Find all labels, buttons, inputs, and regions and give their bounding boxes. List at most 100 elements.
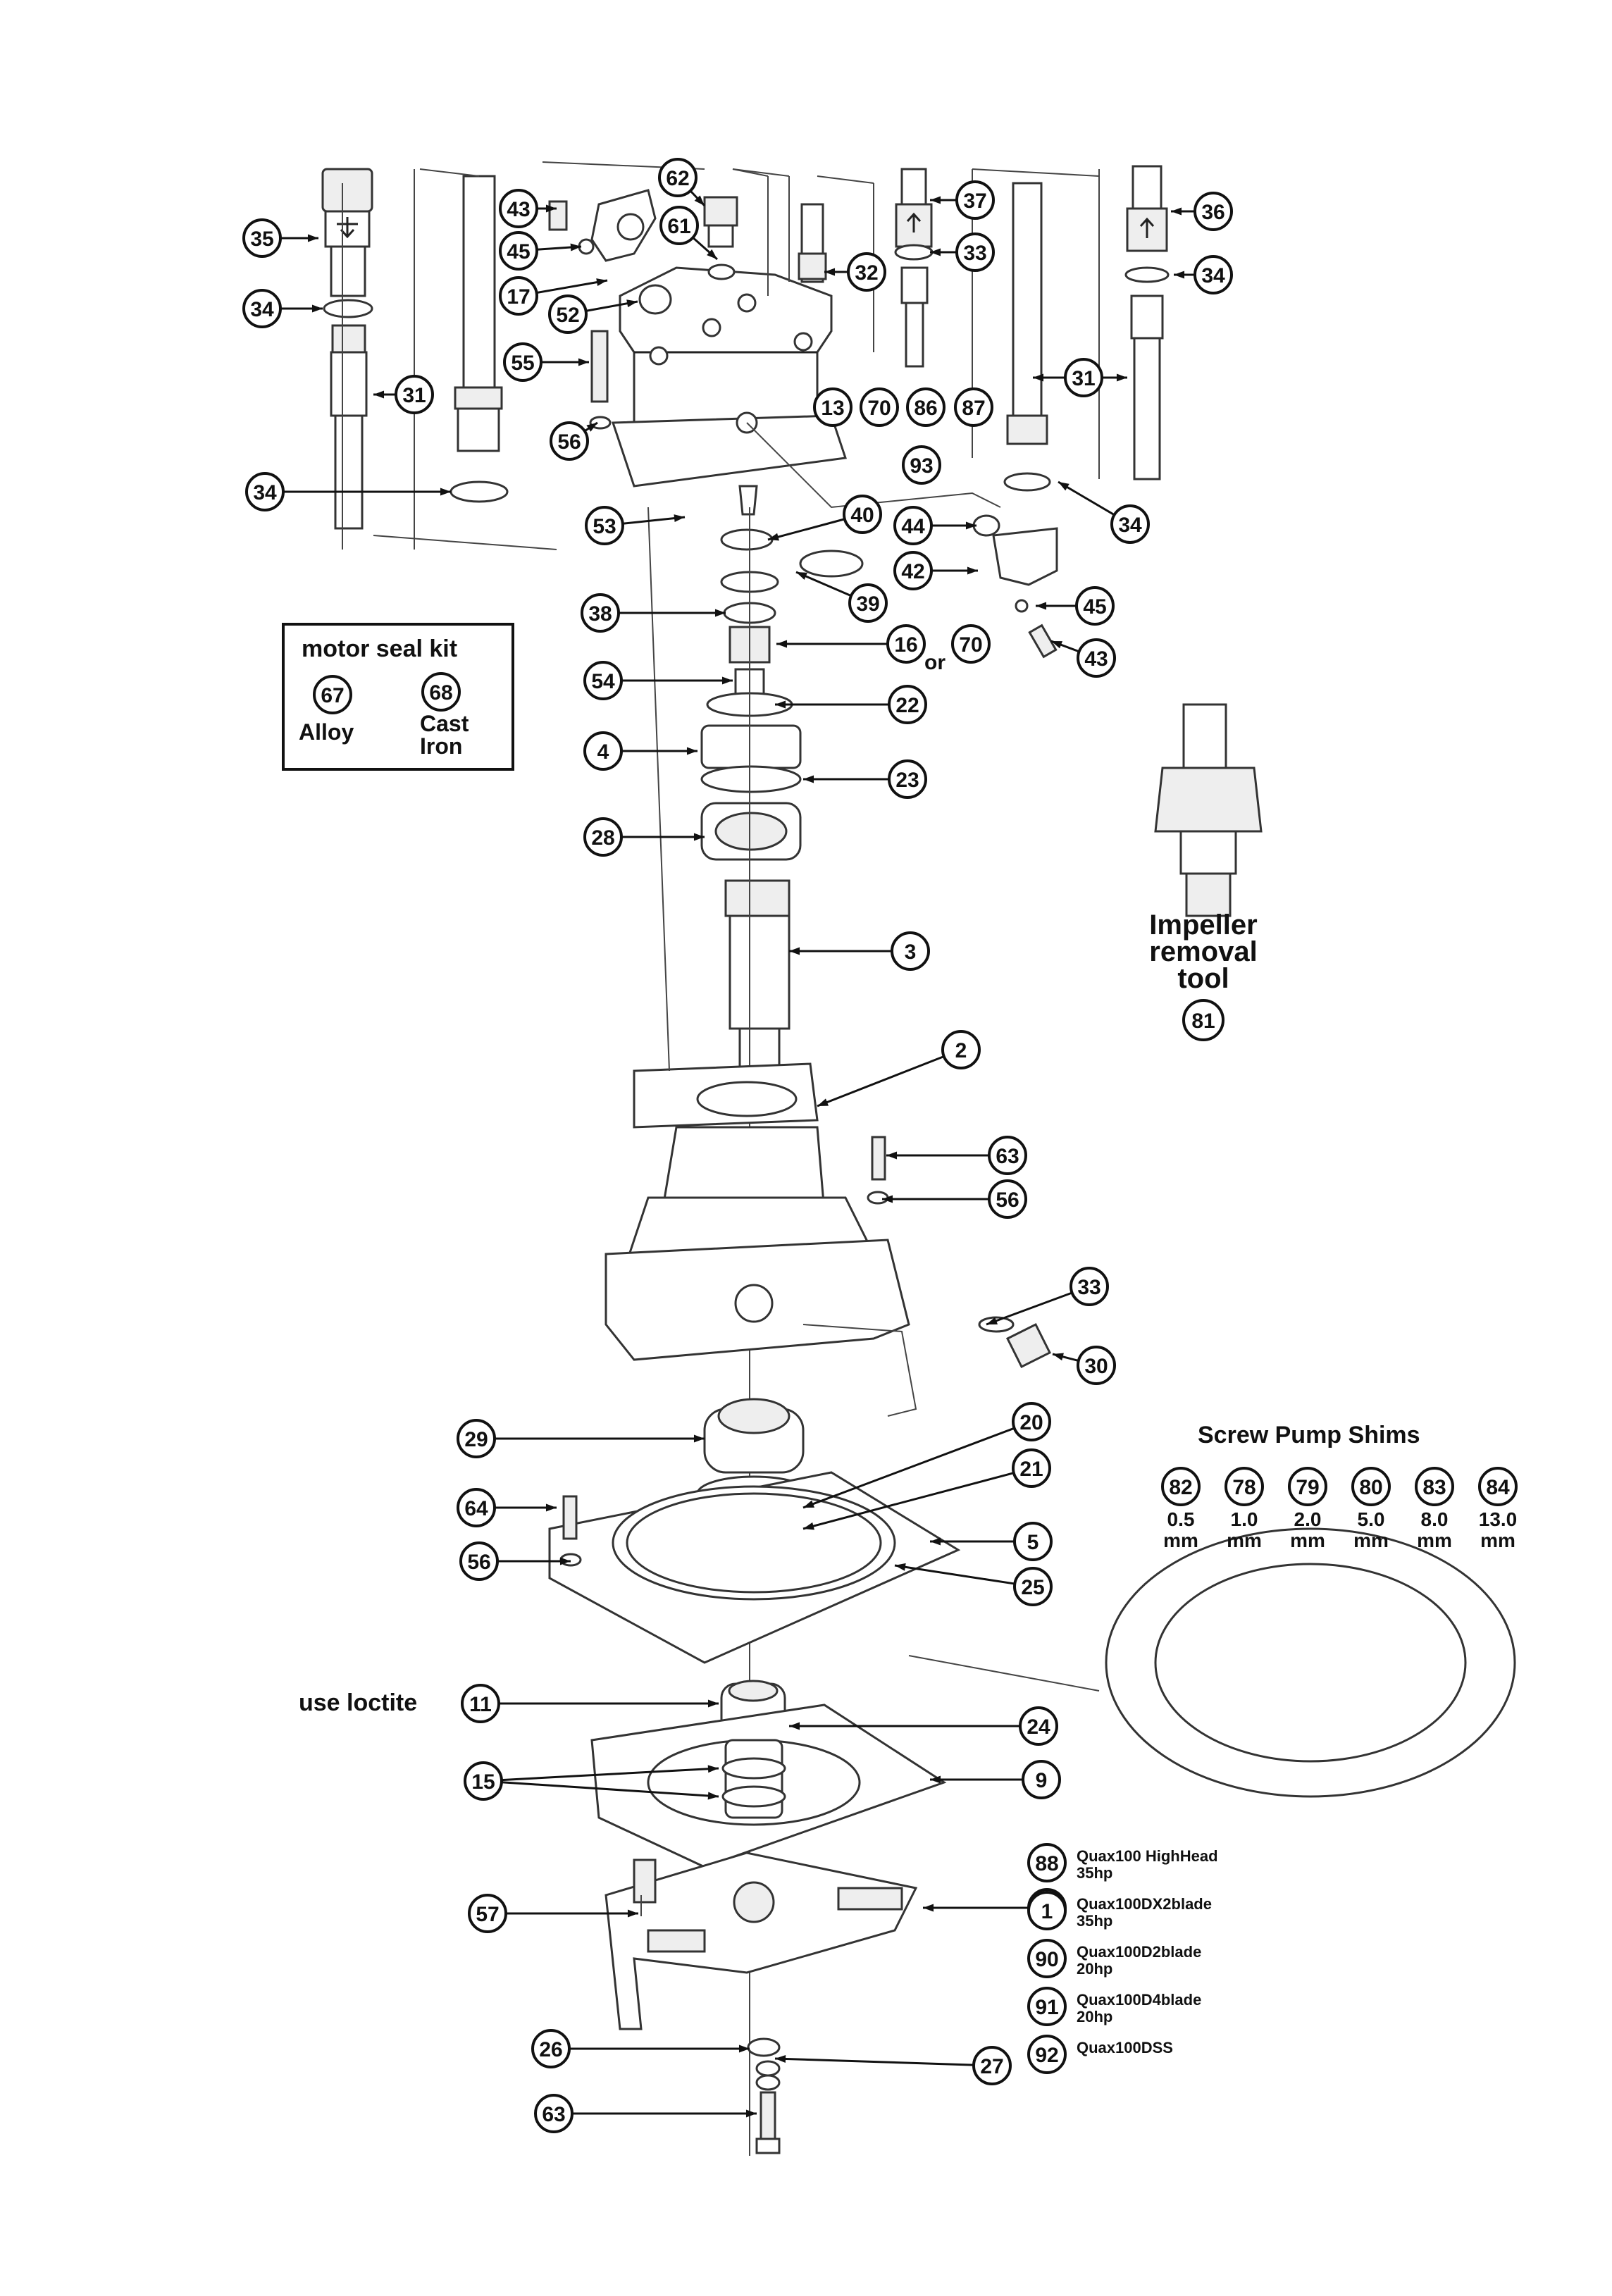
callout-45: 45 <box>499 231 538 271</box>
impeller <box>604 1851 918 2030</box>
callout-circle <box>891 931 930 971</box>
leader-line-34 <box>1058 480 1115 516</box>
shim-items: 820.5mm781.0mm792.0mm805.0mm838.0mm8413.… <box>1161 1467 1518 1551</box>
shim-number: 80 <box>1359 1476 1382 1499</box>
leader-arrow-17 <box>596 278 607 286</box>
leader-arrow-3 <box>789 947 800 955</box>
callout-87: 87 <box>954 387 993 427</box>
leader-arrow-24 <box>789 1722 800 1730</box>
shim-size: 13.0 <box>1479 1508 1518 1530</box>
callout-circle <box>499 276 538 316</box>
model-number: 91 <box>1035 1996 1058 2019</box>
callout-56: 56 <box>988 1179 1027 1219</box>
shim-size: 8.0 <box>1421 1508 1449 1530</box>
shim-unit: mm <box>1163 1529 1198 1551</box>
callout-21: 21 <box>1012 1448 1051 1488</box>
callout-number: 34 <box>250 298 274 321</box>
callout-number: 35 <box>250 228 273 251</box>
motor-seal-kit-box: motor seal kit 67 Alloy 68 Cast Iron <box>282 623 514 771</box>
callout-number: 62 <box>666 167 689 190</box>
leader-line-2 <box>817 1055 945 1107</box>
leader-arrow-22 <box>775 700 786 709</box>
callout-11: 11 <box>461 1684 500 1723</box>
leader-line-21 <box>802 1472 1015 1530</box>
callout-number: 37 <box>963 190 986 213</box>
alloy-kit-number: 67 <box>321 684 344 707</box>
callout-26: 26 <box>531 2029 571 2068</box>
leader-arrow-15 <box>707 1765 719 1773</box>
leader-arrow-34 <box>311 304 323 313</box>
callout-circle <box>550 421 589 461</box>
leader-arrow-23 <box>803 775 814 783</box>
callout-57: 57 <box>468 1894 507 1933</box>
callout-45: 45 <box>1075 586 1115 626</box>
leader-line-15 <box>501 1767 719 1782</box>
shim-item: 820.5mm <box>1161 1467 1201 1551</box>
callout-circle <box>658 158 698 197</box>
leader-arrow-44 <box>965 521 976 530</box>
callout-number: 63 <box>996 1145 1019 1168</box>
callout-circle <box>1077 638 1116 678</box>
callout-circle <box>459 1541 499 1581</box>
motor-seal-kit-title: motor seal kit <box>302 635 457 662</box>
callout-52: 52 <box>548 294 588 334</box>
shims-title: Screw Pump Shims <box>1198 1422 1420 1448</box>
callout-number: 56 <box>557 430 581 454</box>
callout-number: 15 <box>471 1770 495 1794</box>
mechanical-seal <box>590 1680 947 1868</box>
callout-number: 45 <box>507 240 530 263</box>
callout-circle <box>1075 586 1115 626</box>
leader-arrow-57 <box>627 1909 638 1918</box>
callout-number: 22 <box>895 694 919 717</box>
callout-number: 70 <box>959 633 982 657</box>
callout-circle <box>548 294 588 334</box>
shim-number-circle <box>1288 1467 1327 1506</box>
callout-16: 16 <box>886 624 926 664</box>
shim-item: 781.0mm <box>1224 1467 1264 1551</box>
callout-33: 33 <box>955 232 995 272</box>
callout-30: 30 <box>1077 1346 1116 1385</box>
callout-number: 42 <box>901 560 924 583</box>
callout-number: 44 <box>901 515 925 538</box>
leader-arrow-21 <box>803 1522 814 1530</box>
leader-lines <box>280 190 1195 2118</box>
callout-number: 45 <box>1083 595 1106 619</box>
right-hose-assembly <box>972 165 1170 492</box>
callout-circle <box>457 1488 496 1527</box>
leader-arrow-52 <box>626 299 638 308</box>
leader-arrow-27 <box>775 2055 786 2063</box>
callout-circle <box>464 1761 503 1801</box>
callout-29: 29 <box>457 1419 496 1458</box>
callout-circle <box>893 551 933 590</box>
callout-number: 34 <box>1118 514 1142 537</box>
model-name: Quax100DX2blade <box>1077 1895 1212 1913</box>
callout-33: 33 <box>1070 1267 1109 1306</box>
motor-block <box>542 161 1001 516</box>
leader-arrow-11 <box>707 1699 719 1708</box>
callout-circle <box>888 685 927 724</box>
callout-circle <box>1110 504 1150 544</box>
callout-circle <box>659 206 699 245</box>
leader-line-33 <box>986 1291 1073 1326</box>
callout-number: 33 <box>1077 1276 1100 1299</box>
left-hose-assembly <box>321 168 557 550</box>
callout-35: 35 <box>242 218 282 258</box>
callout-39: 39 <box>848 583 888 623</box>
callout-circle <box>1194 192 1233 231</box>
callout-circle <box>583 817 623 857</box>
callout-circle <box>886 624 926 664</box>
part-drawings <box>321 161 1516 2156</box>
callout-circle <box>583 661 623 700</box>
leader-arrow-62 <box>694 195 705 206</box>
callout-circle <box>902 445 941 485</box>
leader-arrow-63 <box>886 1151 898 1160</box>
housing <box>604 507 1052 1417</box>
elbow-fitting <box>972 514 1058 659</box>
leader-arrow-30 <box>1053 1353 1064 1361</box>
callout-number: 30 <box>1084 1355 1108 1378</box>
flange-parts <box>548 189 672 430</box>
leader-arrow-4 <box>686 747 698 755</box>
